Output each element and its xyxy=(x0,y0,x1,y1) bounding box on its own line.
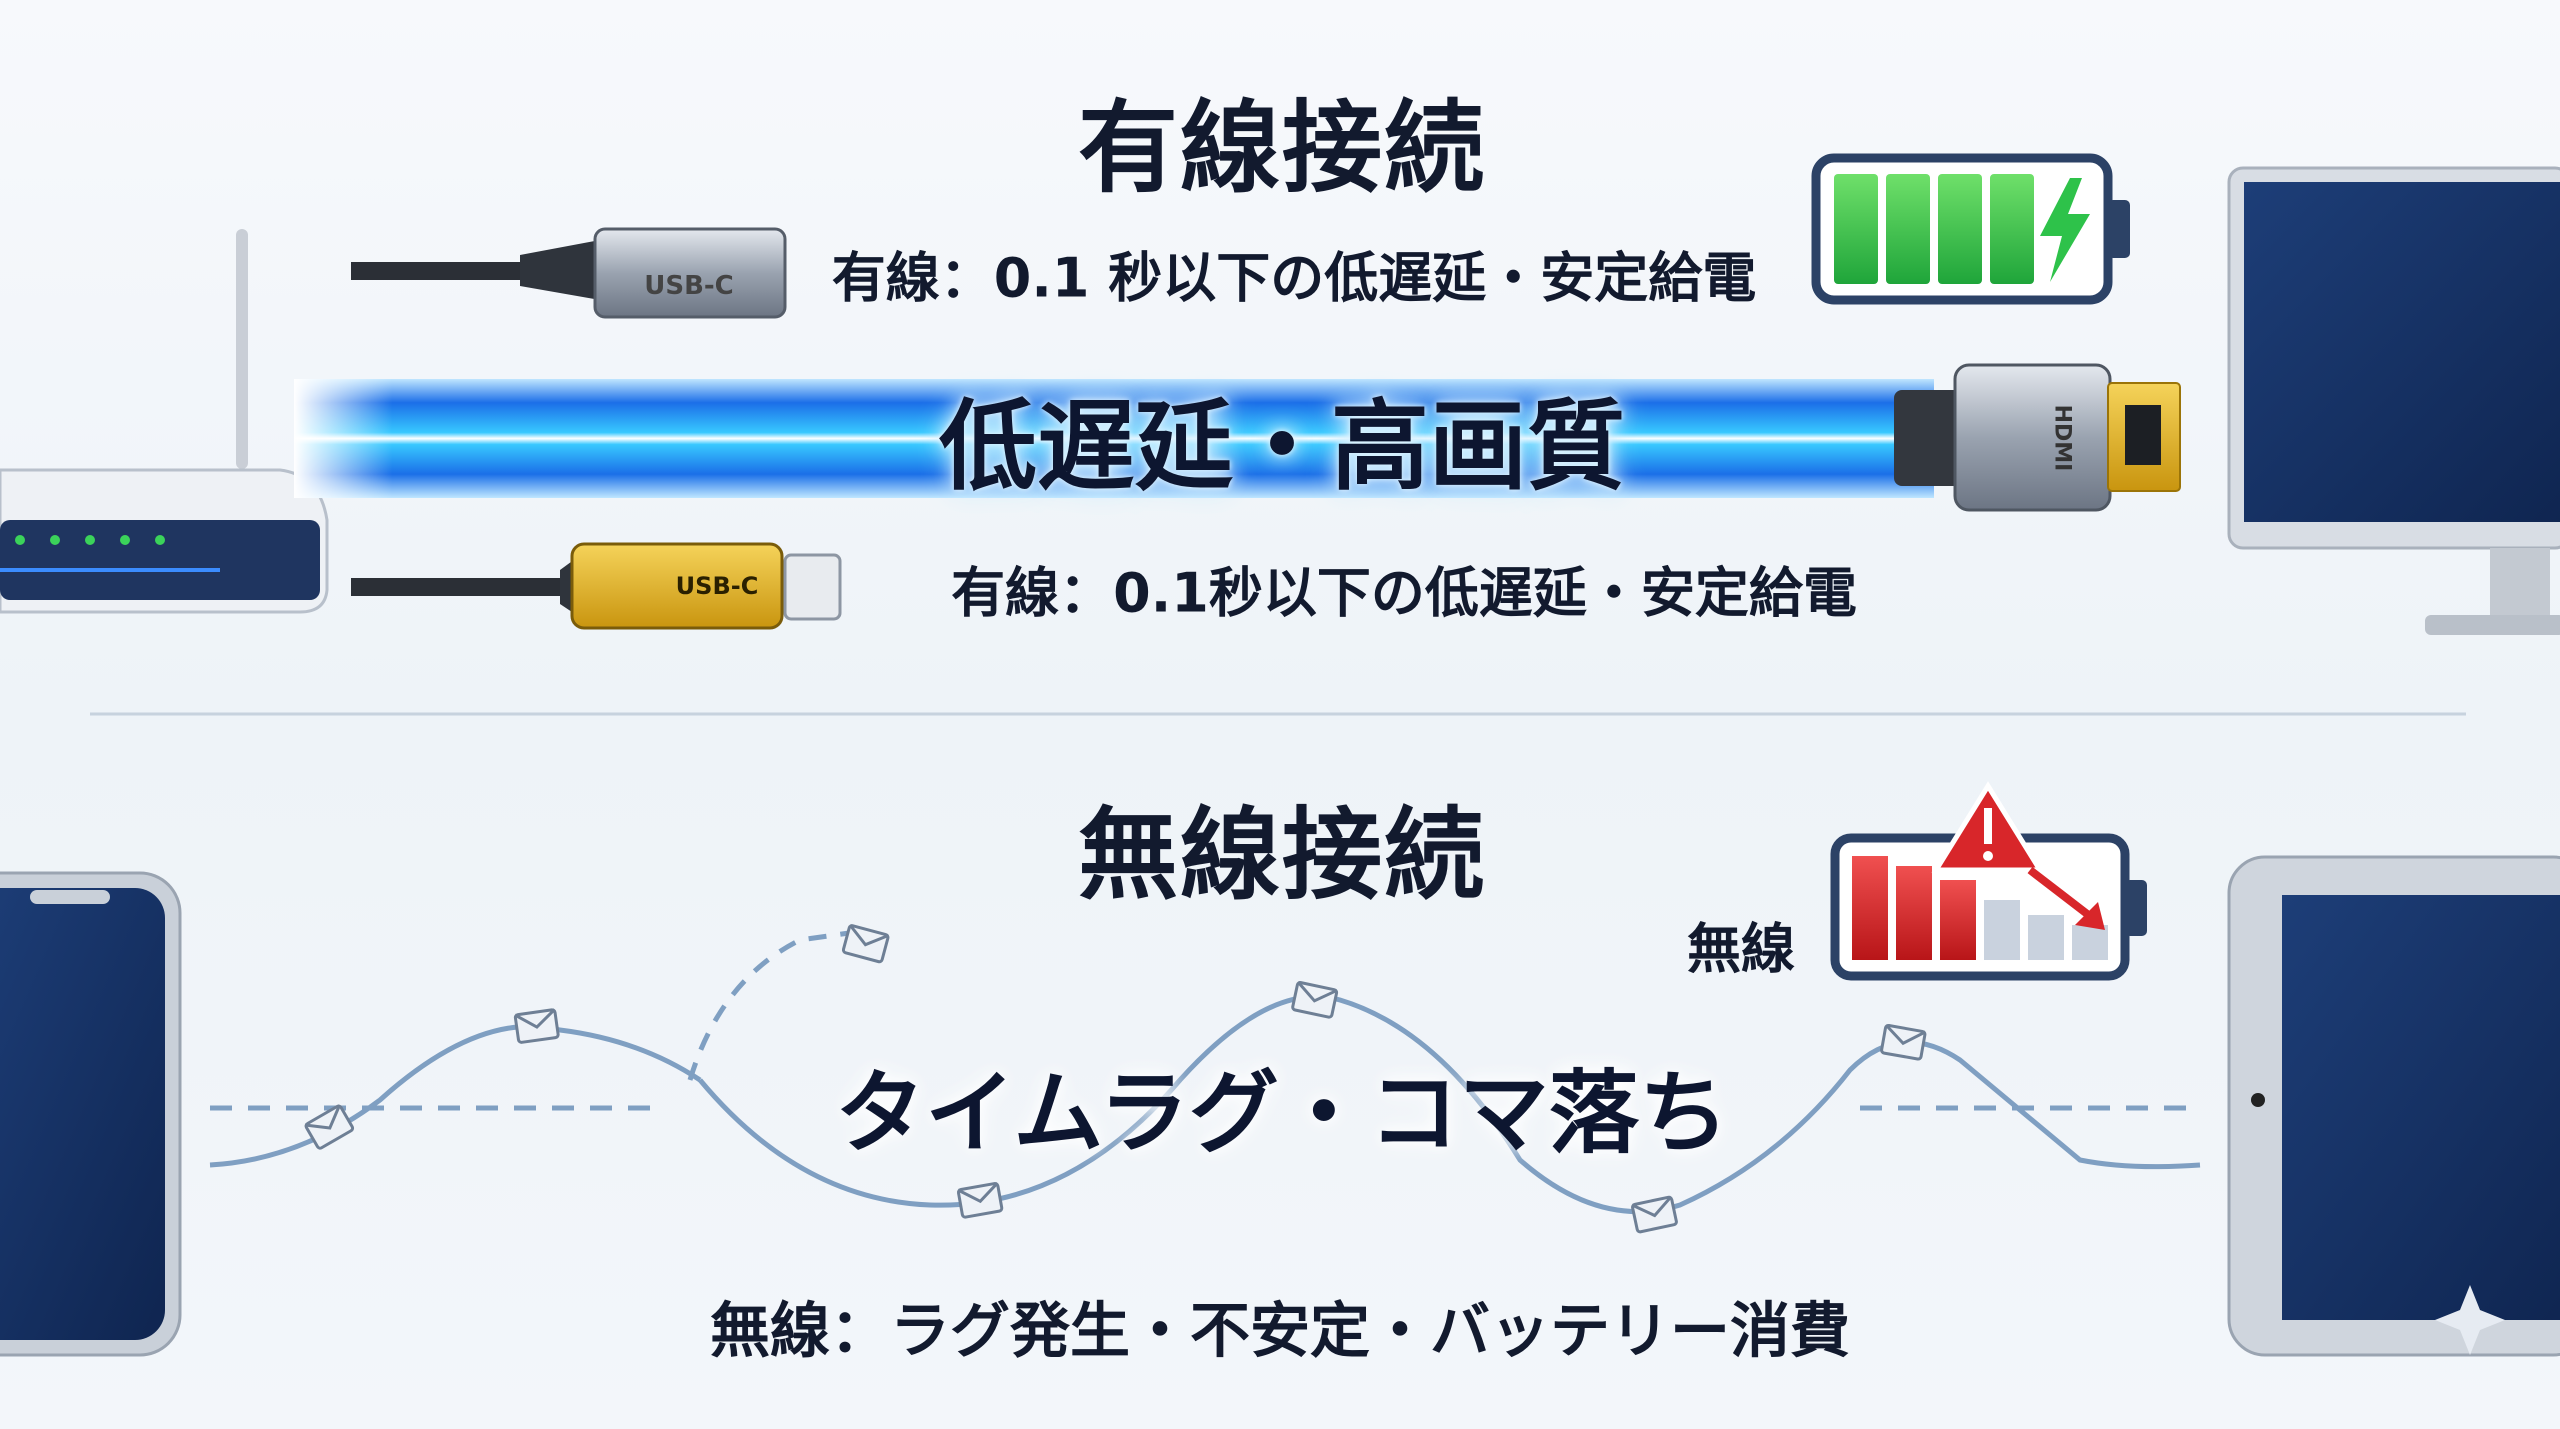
wireless-section-title: 無線接続 xyxy=(1078,796,1486,914)
hdmi-plug-icon xyxy=(1894,363,2181,512)
battery-full-icon xyxy=(1811,153,2130,305)
lightning-cable-icon xyxy=(351,542,842,630)
usb-c-caption: 有線：0.1 秒以下の低遅延・安定給電 xyxy=(831,246,1757,310)
hdmi-label: HDMI xyxy=(2049,404,2075,472)
wireless-battery-label: 無線 xyxy=(1687,917,1795,981)
lightning-caption: 有線：0.1秒以下の低遅延・安定給電 xyxy=(951,561,1857,625)
usb-c-cable-icon xyxy=(351,227,787,319)
signal-beam xyxy=(294,379,1934,498)
usb-c-plug-label-yellow: USB-C xyxy=(675,572,759,600)
lag-label: タイムラグ・コマ落ち xyxy=(835,1061,1729,1166)
wireless-signal-wave xyxy=(209,927,2201,1215)
battery-low-warning-icon xyxy=(1830,781,2147,981)
wireless-summary: 無線：ラグ発生・不安定・バッテリー消費 xyxy=(710,1296,1850,1367)
router-icon xyxy=(0,229,329,614)
wired-section-title: 有線接続 xyxy=(1078,89,1486,207)
beam-label: 低遅延・高画質 xyxy=(938,390,1626,504)
smartphone-icon xyxy=(0,871,182,1357)
sparkle-icon xyxy=(2435,1285,2505,1355)
usb-c-plug-label: USB-C xyxy=(644,271,734,301)
tablet-icon xyxy=(2227,855,2560,1357)
envelope-icons xyxy=(304,924,1927,1234)
monitor-icon xyxy=(2227,166,2560,635)
